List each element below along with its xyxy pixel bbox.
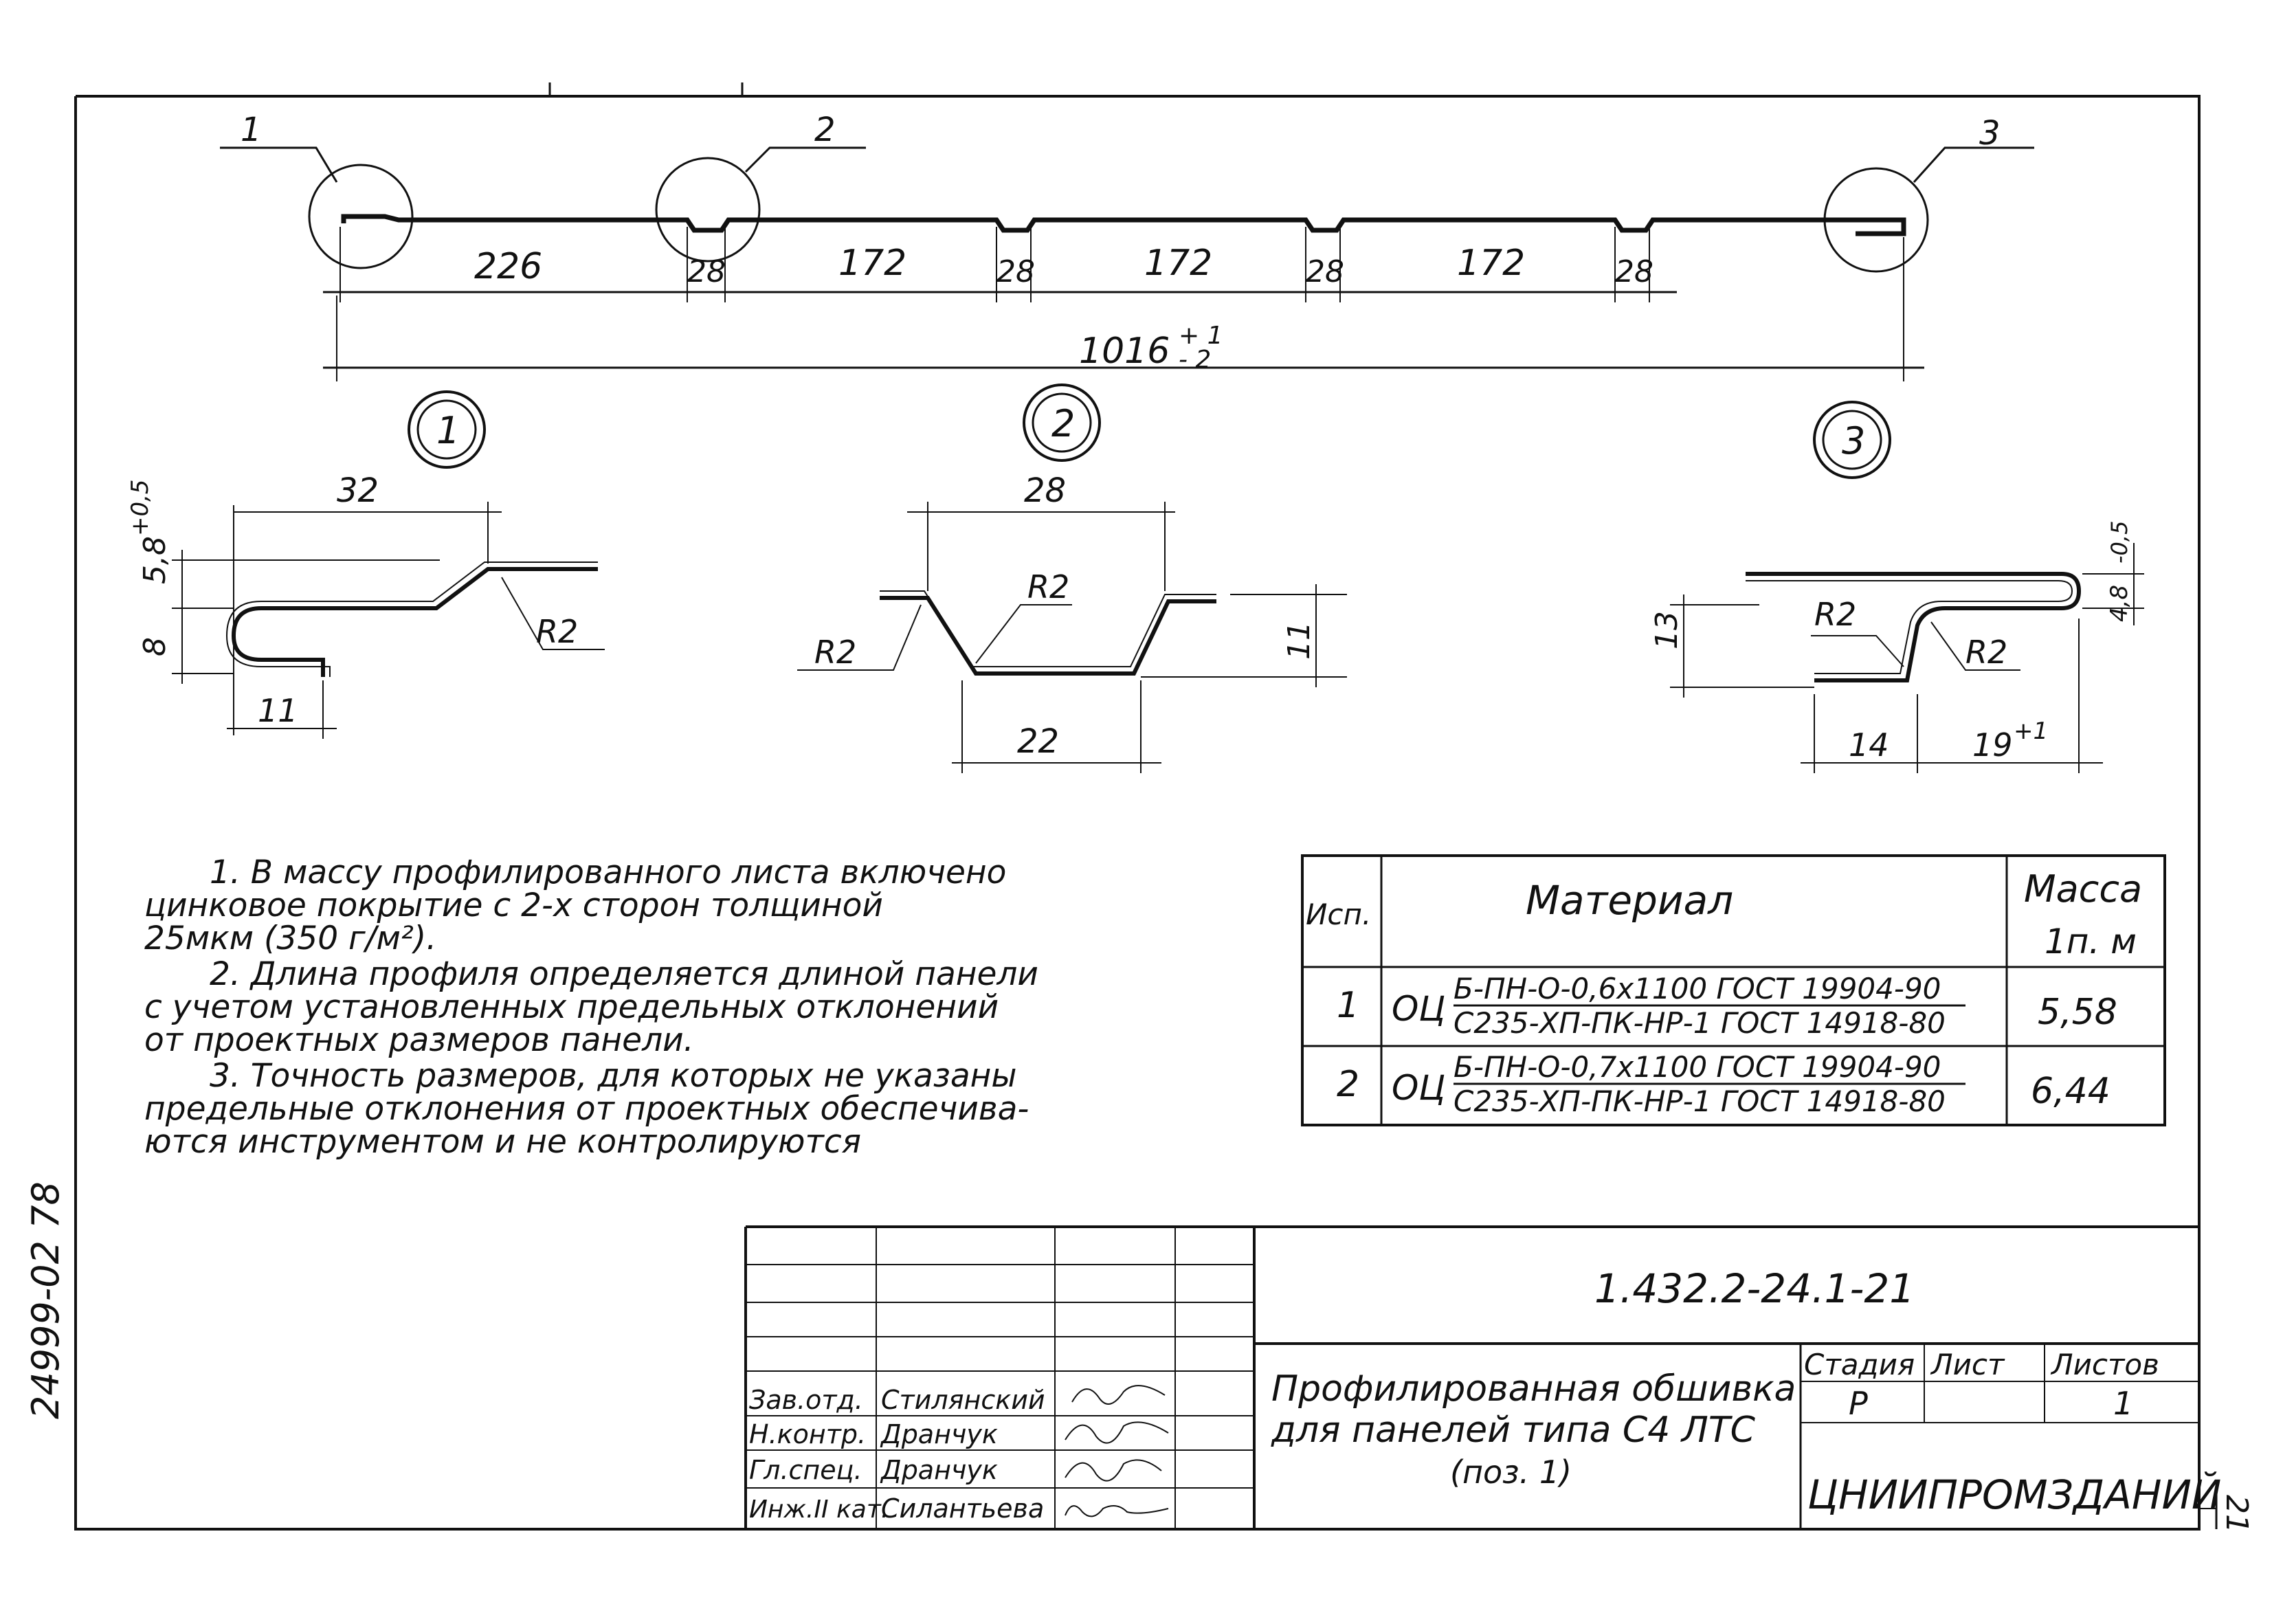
detail-circle-3 — [1823, 167, 1929, 273]
doc-code: 1.432.2-24.1-21 — [1594, 1265, 1915, 1312]
page-number: 21 — [2219, 1495, 2254, 1533]
signature-name: Стилянский — [881, 1385, 1045, 1415]
profile-view: 1 2 3 226 28 172 28 172 28 172 28 1016 +… — [220, 111, 2034, 381]
overall-length: 1016 — [1079, 331, 1170, 372]
detail-1-height-left: 5,8 — [137, 536, 172, 584]
detail-3-radius-left: R2 — [1814, 596, 1856, 633]
signature-role: Зав.отд. — [749, 1385, 863, 1415]
detail-2-label: 2 — [1051, 402, 1075, 445]
detail-circle-1 — [308, 164, 414, 269]
sheet-label: Лист — [1930, 1348, 2005, 1381]
detail-2: 2 28 R2 R2 11 22 — [797, 383, 1347, 773]
notes: 1. В массу профилированного листа включе… — [144, 854, 1038, 1161]
detail-1: 1 32 5,8 +0,5 8 R2 11 — [126, 390, 605, 739]
row-mass: 5,58 — [2038, 992, 2117, 1033]
callout-label-2: 2 — [814, 111, 836, 149]
table-row: 2 ОЦ Б-ПН-О-0,7х1100 ГОСТ 19904-90 С235-… — [1337, 1050, 2110, 1118]
signature-row: Зав.отд. Стилянский — [749, 1385, 1166, 1415]
signature-name: Дранчук — [880, 1419, 998, 1449]
detail-3-width-right: 19 — [1972, 726, 2013, 764]
signature-row: Гл.спец. Дранчук — [749, 1455, 1162, 1485]
signature-role: Инж.II кат. — [749, 1495, 889, 1524]
row-material-line1: Б-ПН-О-0,6х1100 ГОСТ 19904-90 — [1454, 972, 1941, 1005]
frame — [74, 82, 2201, 1531]
row-prefix: ОЦ — [1392, 989, 1445, 1029]
row-material-line2: С235-ХП-ПК-НР-1 ГОСТ 14918-80 — [1454, 1006, 1946, 1040]
detail-1-width-bottom: 11 — [258, 692, 298, 729]
detail-1-height-lower: 8 — [137, 637, 172, 656]
material-table: Исп. Материал Масса 1п. м 1 ОЦ Б-ПН-О-0,… — [1301, 854, 2166, 1126]
detail-2-radius-outer: R2 — [814, 634, 856, 671]
detail-2-radius-inner: R2 — [1027, 568, 1069, 605]
detail-3-height-right: 4,8 — [2106, 585, 2133, 622]
sheets-label: Листов — [2050, 1348, 2159, 1381]
organization: ЦНИИПРОМЗДАНИЙ — [1807, 1471, 2221, 1518]
note-line: ются инструментом и не контролируются — [144, 1123, 861, 1161]
note-line: от проектных размеров панели. — [144, 1021, 694, 1059]
note-line: 2. Длина профиля определяется длиной пан… — [210, 955, 1038, 993]
detail-3-height-right-tol: -0,5 — [2106, 521, 2132, 564]
row-isp: 1 — [1337, 985, 1359, 1026]
callout-label-1: 1 — [241, 111, 262, 149]
title-block: 1.432.2-24.1-21 Профилированная обшивка … — [744, 1225, 2221, 1529]
table-header-mass-2: 1п. м — [2045, 922, 2137, 961]
detail-3: 3 13 4,8 -0,5 R2 R2 14 19 +1 — [1649, 401, 2144, 773]
dim-28-a: 28 — [687, 254, 726, 289]
signature-name: Силантьева — [881, 1493, 1044, 1524]
title-line: (поз. 1) — [1450, 1454, 1572, 1491]
dim-172-a: 172 — [838, 243, 906, 284]
overall-length-tol-upper: + 1 — [1179, 322, 1223, 350]
detail-3-label: 3 — [1842, 419, 1865, 463]
note-line: цинковое покрытие с 2-х сторон толщиной — [144, 887, 883, 924]
row-prefix: ОЦ — [1392, 1068, 1445, 1108]
table-header-mass-1: Масса — [2024, 867, 2142, 911]
callout-label-3: 3 — [1979, 114, 2001, 153]
note-line: с учетом установленных предельных отклон… — [144, 988, 999, 1026]
detail-3-width-left: 14 — [1849, 726, 1889, 764]
sheets-value: 1 — [2113, 1385, 2133, 1422]
row-isp: 2 — [1337, 1064, 1359, 1105]
row-mass: 6,44 — [2031, 1071, 2110, 1112]
stage-value: Р — [1849, 1385, 1868, 1422]
detail-3-radius-right: R2 — [1965, 634, 2007, 671]
detail-1-radius: R2 — [536, 613, 578, 650]
title-line: Профилированная обшивка — [1271, 1368, 1796, 1410]
detail-circle-2 — [655, 157, 761, 263]
detail-2-width-bottom: 22 — [1017, 722, 1059, 761]
dim-28-b: 28 — [996, 254, 1035, 289]
overall-length-tol-lower: - 2 — [1179, 346, 1211, 374]
signature-name: Дранчук — [880, 1455, 998, 1485]
dim-28-d: 28 — [1615, 254, 1653, 289]
dim-172-b: 172 — [1144, 243, 1212, 284]
dim-226: 226 — [474, 246, 542, 287]
note-line: 1. В массу профилированного листа включе… — [210, 854, 1006, 891]
detail-1-height-left-tol: +0,5 — [126, 479, 154, 536]
row-material-line2: С235-ХП-ПК-НР-1 ГОСТ 14918-80 — [1454, 1084, 1946, 1118]
detail-1-label: 1 — [436, 409, 460, 452]
stage-label: Стадия — [1804, 1348, 1915, 1381]
signature-role: Н.контр. — [749, 1419, 866, 1449]
dim-28-c: 28 — [1306, 254, 1344, 289]
table-header-isp: Исп. — [1306, 898, 1371, 931]
table-row: 1 ОЦ Б-ПН-О-0,6х1100 ГОСТ 19904-90 С235-… — [1337, 972, 2117, 1040]
note-line: 3. Точность размеров, для которых не ука… — [210, 1057, 1016, 1095]
dim-172-c: 172 — [1457, 243, 1525, 284]
signature-row: Н.контр. Дранчук — [749, 1419, 1169, 1449]
note-line: 25мкм (350 г/м²). — [144, 920, 436, 957]
detail-2-width-top: 28 — [1024, 471, 1066, 510]
row-material-line1: Б-ПН-О-0,7х1100 ГОСТ 19904-90 — [1454, 1050, 1941, 1084]
detail-1-width-top: 32 — [337, 471, 379, 510]
detail-3-width-right-tol: +1 — [2014, 718, 2048, 745]
margin-stamp: 24999-02 78 — [24, 1181, 67, 1419]
detail-3-height-left: 13 — [1649, 611, 1684, 649]
signature-row: Инж.II кат. Силантьева — [749, 1493, 1169, 1524]
title-line: для панелей типа С4 ЛТС — [1271, 1410, 1756, 1451]
note-line: предельные отклонения от проектных обесп… — [144, 1090, 1029, 1128]
signature-role: Гл.спец. — [749, 1455, 862, 1485]
table-header-material: Материал — [1526, 877, 1733, 924]
detail-2-height-right: 11 — [1282, 621, 1317, 660]
